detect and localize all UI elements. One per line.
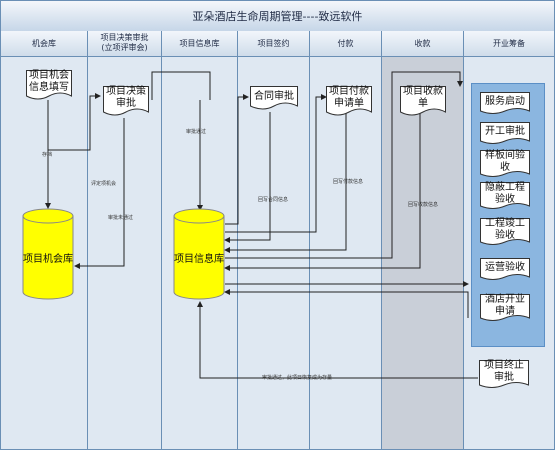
edge-label-payment-writeback: 回写付款信息 [333,179,364,185]
lane-header-payment: 付款 [310,31,382,57]
document-shape-icon [103,86,149,116]
prep-item-label: 运营验收 [485,262,525,273]
edge-contract-writeback [224,112,271,243]
node-receipt-label: 项目收款 单 [403,86,443,109]
document-shape-icon [480,92,530,114]
lane-label-preparation: 开业筹备 [493,39,525,48]
edge-label-rejected: 审批未通过 [108,215,134,221]
prep-item-completion[interactable]: 工程竣工 验收 [480,218,530,246]
node-decision[interactable]: 项目决策 审批 [103,86,149,118]
lane-label-opportunity: 机会库 [32,39,56,48]
edge-terminate-to-info [197,301,478,379]
lane-decision [88,57,162,449]
node-receipt[interactable]: 项目收款 单 [400,86,446,118]
prep-item-label: 开工审批 [485,126,525,137]
lane-header-receipt: 收款 [382,31,464,57]
edge-label-terminate: 审批通过，此项目恢复成为存量 [262,375,333,381]
document-shape-icon [479,360,529,388]
node-decision-label: 项目决策 审批 [106,86,146,109]
database-icon [173,208,225,300]
prep-item-opening[interactable]: 酒店开业 申请 [480,294,530,322]
prep-item-hidden-works[interactable]: 隐蔽工程 验收 [480,182,530,210]
prep-item-operations[interactable]: 运营验收 [480,258,530,282]
node-terminate-label: 项目终止 审批 [484,360,524,383]
lane-header-decision: 项目决策审批(立项评审会) [88,31,162,57]
diagram-title: 亚朵酒店生命周期管理----致远软件 [192,10,363,23]
node-info-db-label: 项目信息库 [174,254,224,265]
database-icon [22,208,74,300]
document-shape-icon [480,294,530,321]
lane-project-info [162,57,238,449]
lane-header-signing: 项目签约 [238,31,310,57]
lane-label-project-info: 项目信息库 [179,39,220,48]
edge-label-contract-writeback: 回写合同信息 [258,197,289,203]
edge-payment-writeback [224,112,347,253]
lane-label-receipt: 收款 [414,39,431,48]
document-shape-icon [480,122,530,144]
title-bar: 亚朵酒店生命周期管理----致远软件 [1,1,554,32]
prep-item-label: 样板间验 收 [485,150,525,173]
node-terminate[interactable]: 项目终止 审批 [479,360,529,390]
lane-header-opportunity: 机会库 [1,31,88,57]
node-opp-db[interactable]: 项目机会库 [22,208,74,300]
node-opp-db-label: 项目机会库 [23,254,73,265]
edge-info-to-payment [225,94,327,233]
edge-decision-rejected [74,118,125,269]
edge-label-archive: 存档 [42,152,53,158]
prep-item-label: 酒店开业 申请 [485,294,525,317]
lane-header-project-info: 项目信息库 [162,31,238,57]
node-opp-info[interactable]: 项目机会 信息填写 [26,70,72,102]
document-shape-icon [480,182,530,209]
node-payment[interactable]: 项目付款 申请单 [326,86,372,118]
edge-label-approved: 审批通过 [186,129,207,135]
lane-label-signing: 项目签约 [257,39,290,48]
prep-item-label: 服务启动 [485,96,525,107]
node-contract-label: 合同审批 [254,91,294,102]
lane-signing [238,57,310,449]
edge-to-decision [48,93,101,151]
edge-info-to-contract [225,94,249,225]
document-shape-icon [480,218,530,245]
document-shape-icon [326,86,372,116]
lane-payment [310,57,382,449]
lane-header-preparation: 开业筹备 [464,31,554,57]
node-info-db[interactable]: 项目信息库 [173,208,225,300]
edge-prep-writeback [224,289,469,318]
lane-label-payment: 付款 [337,39,354,48]
lane-label-decision-2: (立项评审会) [101,43,148,52]
prep-item-construction-start[interactable]: 开工审批 [480,122,530,146]
document-shape-icon [400,86,446,116]
prep-item-label: 工程竣工 验收 [485,218,525,241]
document-shape-icon [480,150,530,177]
node-contract[interactable]: 合同审批 [250,86,298,112]
node-opp-info-label: 项目机会 信息填写 [29,70,69,93]
document-shape-icon [480,258,530,280]
prep-item-service-start[interactable]: 服务启动 [480,92,530,116]
lane-label-decision-1: 项目决策审批 [100,33,149,42]
document-shape-icon [26,70,72,100]
prep-item-label: 隐蔽工程 验收 [485,182,525,205]
document-shape-icon [250,86,298,110]
edge-label-evaluate: 评定项机会 [91,181,117,187]
edge-label-receipt-writeback: 回写收款信息 [408,202,439,208]
edge-info-to-receipt [225,71,463,259]
node-payment-label: 项目付款 申请单 [329,86,369,109]
edge-receipt-writeback [224,112,421,271]
edge-decision-top-link [151,71,211,100]
lane-opportunity [1,57,88,449]
lane-receipt [382,57,464,449]
prep-item-model-room[interactable]: 样板间验 收 [480,150,530,178]
